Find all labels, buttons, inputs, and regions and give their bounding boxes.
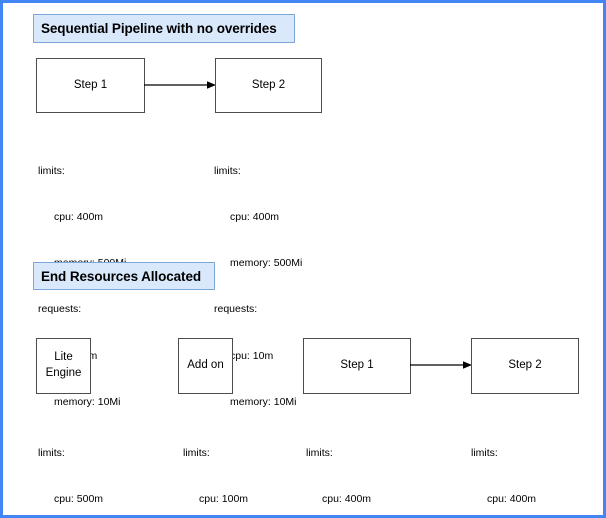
limits-label: limits: [183,446,210,459]
node-label: Step 2 [251,78,286,91]
node-label: Step 1 [340,359,374,372]
node-label: Step 2 [508,359,542,372]
node-label: Add on [187,359,224,372]
requests-label: requests: [214,303,258,316]
requests-label: requests: [38,303,82,316]
section-header-label: Sequential Pipeline with no overrides [41,21,277,36]
node-label-line-2: Engine [45,367,82,379]
limits-label: limits: [38,164,65,177]
node-label-line-1: Lite [54,351,73,364]
limits-cpu-value: cpu: 500m [54,493,104,506]
resource-block-step-1-bottom: limits: cpu: 400m memory: 500Mi requests… [306,415,394,515]
requests-memory-value: memory: 10Mi [230,395,297,408]
section-header-end-resources-allocated: End Resources Allocated [33,262,215,290]
section-header-label: End Resources Allocated [41,268,201,284]
limits-cpu-value: cpu: 400m [487,493,537,506]
arrow-step1-to-step2-top [144,81,216,89]
node-step-2-bottom[interactable]: Step 2 [471,338,579,394]
limits-cpu-value: cpu: 400m [230,211,280,224]
node-step-1-top[interactable]: Step 1 [36,58,145,113]
resource-block-step-2-bottom: limits: cpu: 400m memory: 500Mi requests… [471,415,559,515]
limits-memory-value: memory: 500Mi [230,257,303,270]
limits-label: limits: [38,446,65,459]
node-add-on[interactable]: Add on [178,338,233,394]
limits-label: limits: [214,164,241,177]
resource-block-lite-engine: limits: cpu: 500m memory: 600Mi requests… [38,415,126,515]
node-label: Lite Engine [46,350,82,381]
limits-cpu-value: cpu: 400m [54,211,104,224]
node-step-2-top[interactable]: Step 2 [215,58,322,113]
limits-cpu-value: cpu: 100m [199,493,249,506]
node-label: Step 1 [73,78,108,91]
arrow-step1-to-step2-bottom [410,361,472,369]
resource-block-step-2-top: limits: cpu: 400m memory: 500Mi requests… [214,133,302,441]
requests-cpu-value: cpu: 10m [230,349,274,362]
resource-block-add-on: limits: cpu: 100m memory: 100Mi requests… [183,415,271,515]
limits-cpu-value: cpu: 400m [322,493,372,506]
limits-label: limits: [306,446,333,459]
requests-memory-value: memory: 10Mi [54,395,121,408]
node-step-1-bottom[interactable]: Step 1 [303,338,411,394]
node-lite-engine[interactable]: Lite Engine [36,338,91,394]
section-header-sequential-pipeline: Sequential Pipeline with no overrides [33,14,295,43]
limits-label: limits: [471,446,498,459]
